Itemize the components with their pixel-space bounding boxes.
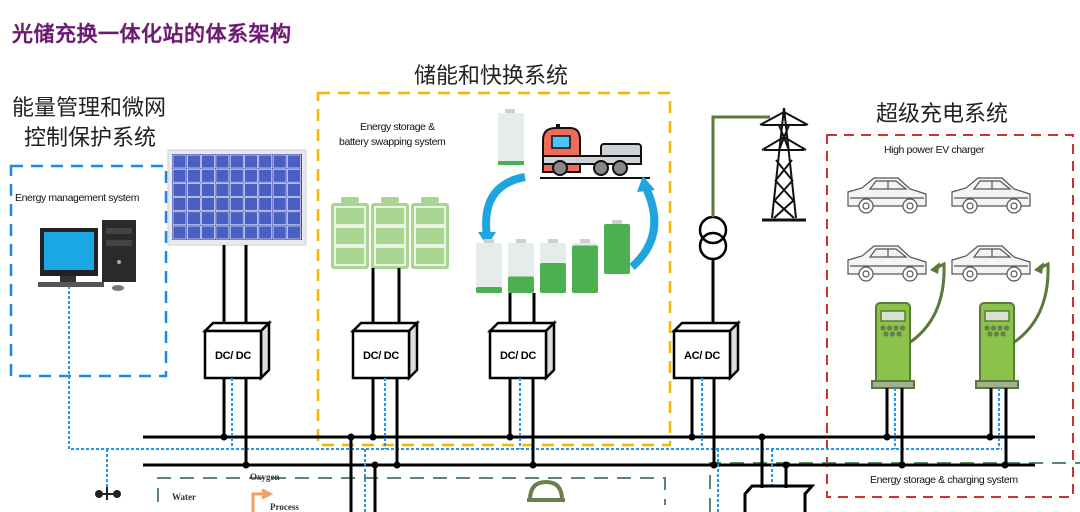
storage-label-line2: battery swapping system — [339, 136, 446, 148]
charger-label: High power EV charger — [884, 144, 985, 156]
swap-battery-icon — [508, 239, 534, 293]
storage-box — [316, 91, 672, 447]
battery-charge-level — [476, 287, 502, 293]
transmission-tower-icon — [759, 107, 809, 222]
converter-label: AC/ DC — [684, 350, 720, 362]
ems-box — [9, 164, 168, 378]
swap-battery-icon — [540, 239, 566, 293]
comm-line — [68, 266, 1002, 450]
charging-cable — [1009, 261, 1050, 347]
swap-battery-icon — [572, 239, 598, 293]
hydrogen-box-right — [709, 462, 1080, 512]
charging-heading: 超级充电系统 — [876, 102, 1009, 127]
swap-battery-empty-icon — [498, 109, 524, 165]
water-label: Water — [172, 492, 196, 502]
converter-box: AC/ DC — [670, 319, 742, 382]
bottom-device-icon — [743, 484, 816, 512]
process-label: Process — [270, 502, 299, 512]
tank-icon — [527, 479, 565, 502]
solar-panel-icon — [167, 149, 307, 246]
battery-charge-level — [540, 263, 566, 293]
page-title: 光储充换一体化站的体系架构 — [12, 22, 292, 46]
storage-battery-icon — [331, 197, 369, 269]
converter-label: DC/ DC — [363, 350, 399, 362]
valve-icon — [95, 487, 121, 500]
car-icon — [847, 245, 927, 282]
converter-label: DC/ DC — [500, 350, 536, 362]
charging-system-label: Energy storage & charging system — [870, 474, 1018, 486]
battery-charge-level — [572, 245, 598, 293]
storage-battery-bank — [331, 197, 449, 269]
converter-box: DC/ DC — [201, 319, 273, 382]
transformer-icon — [698, 215, 728, 261]
storage-label-line1: Energy storage & — [360, 121, 435, 133]
swap-battery-row — [476, 220, 630, 293]
storage-battery-icon — [411, 197, 449, 269]
truck-icon — [540, 124, 650, 179]
storage-heading: 储能和快换系统 — [414, 64, 569, 89]
charging-cable — [905, 261, 946, 347]
storage-battery-icon — [371, 197, 409, 269]
car-icon — [951, 245, 1031, 282]
computer-icon — [38, 220, 136, 291]
ems-heading-line1: 能量管理和微网 — [12, 96, 167, 121]
converter-label: DC/ DC — [215, 350, 251, 362]
car-icon — [951, 177, 1031, 214]
battery-charge-level — [508, 276, 534, 293]
ems-heading-line2: 控制保护系统 — [24, 126, 157, 151]
swap-battery-icon — [604, 220, 630, 274]
battery-charge-level — [604, 224, 630, 274]
oxygen-label: Oxygen — [250, 472, 280, 482]
ems-label: Energy management system — [15, 192, 140, 204]
swap-arrow-right — [629, 186, 659, 270]
charging-box — [826, 134, 1074, 498]
swap-arrow-left — [482, 173, 526, 238]
converter-box: DC/ DC — [349, 319, 421, 382]
process-arrow-icon — [251, 488, 274, 512]
converter-box: DC/ DC — [486, 319, 558, 382]
hydrogen-box — [157, 477, 666, 505]
ev-charger-icon — [975, 261, 1050, 465]
car-icon — [847, 177, 927, 214]
grid-line — [711, 115, 770, 217]
swap-battery-icon — [476, 239, 502, 293]
ev-charger-icon — [871, 261, 946, 465]
